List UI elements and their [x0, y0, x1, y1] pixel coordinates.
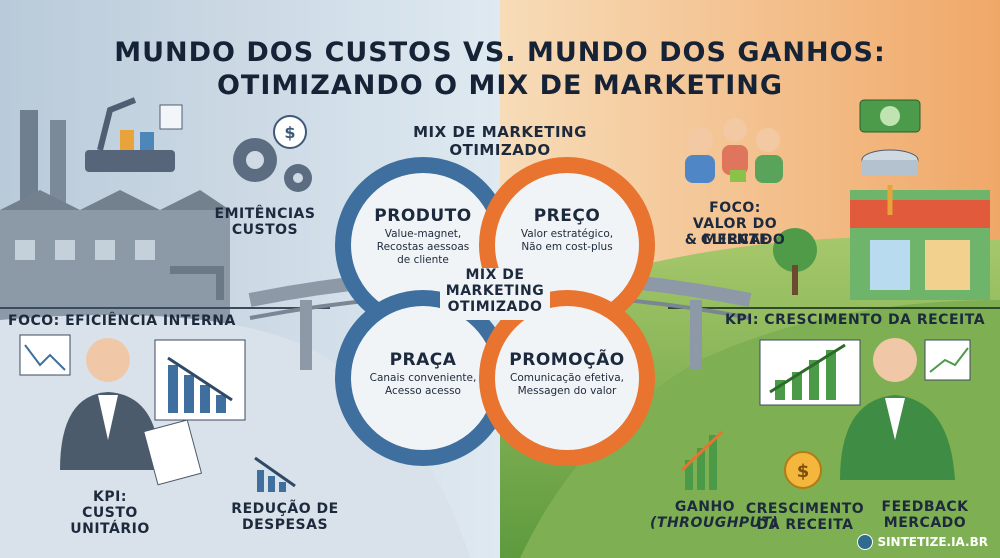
- center-label-line-2: MARKETING: [445, 283, 545, 299]
- ring-praca-line-2: Acesso acesso: [385, 385, 461, 397]
- ring-promocao-title: PROMOÇÃO: [509, 350, 625, 370]
- gears-label-line-2: CUSTOS: [231, 222, 299, 238]
- right-focus-line-3: & MERCADO: [684, 232, 786, 248]
- factory-icon: [0, 110, 230, 330]
- feedback-line-2: MERCADO: [883, 515, 967, 531]
- brand-watermark: SINTETIZE.IA.BR: [857, 534, 988, 550]
- feedback-line-1: FEEDBACK: [881, 499, 969, 515]
- crescimento-line-1: CRESCIMENTO: [745, 501, 865, 517]
- ring-preco-line-1: Valor estratégico,: [520, 228, 614, 240]
- gears-label-line-1: EMITÊNCIAS: [214, 206, 316, 222]
- ring-produto-title: PRODUTO: [374, 206, 472, 226]
- right-kpi-label: KPI: CRESCIMENTO DA RECEITA: [725, 312, 986, 328]
- ganho-line-1: GANHO: [674, 499, 736, 515]
- brand-text: SINTETIZE.IA.BR: [877, 535, 988, 549]
- ring-produto-line-1: Value-magnet,: [384, 228, 462, 240]
- businessman-icon: [60, 338, 203, 486]
- ring-promocao-line-2: Messagen do valor: [517, 385, 617, 397]
- bar-chart-up-icon: [680, 339, 971, 490]
- svg-text:$: $: [284, 123, 295, 142]
- crescimento-line-2: DA RECEITA: [756, 517, 854, 533]
- ring-preco-line-2: Não em cost-plus: [521, 241, 613, 253]
- main-title-line-1: MUNDO DOS CUSTOS VS. MUNDO DOS GANHOS:: [114, 37, 886, 68]
- right-focus-line-2: VALOR DO CLIENTE: [692, 216, 778, 248]
- main-title-line-2: OTIMIZANDO O MIX DE MARKETING: [216, 70, 784, 101]
- gears-icon: $: [233, 115, 312, 192]
- ring-produto-line-3: de cliente: [397, 254, 449, 266]
- center-label-line-1: MIX DE: [465, 267, 525, 283]
- robot-arm-icon: [85, 97, 183, 172]
- ring-praca-line-1: Canais conveniente,: [369, 372, 477, 384]
- left-kpi-line-2: CUSTO UNITÁRIO: [70, 505, 150, 537]
- ganho-line-2: (THROUGHPUT): [650, 515, 779, 531]
- store-icon: [773, 190, 990, 300]
- brand-logo-icon: [857, 534, 874, 550]
- mix-header-line-1: MIX DE MARKETING: [413, 123, 587, 141]
- ring-produto-line-2: Recostas aessoas: [376, 241, 470, 253]
- ring-praca-title: PRAÇA: [389, 350, 457, 370]
- center-label-line-3: OTIMIZADO: [447, 299, 543, 315]
- people-icon: [685, 118, 783, 183]
- money-icon: [859, 99, 921, 215]
- businessman-right-icon: [840, 338, 955, 480]
- right-focus-line-1: FOCO:: [709, 200, 761, 216]
- left-focus-label: FOCO: EFICIÊNCIA INTERNA: [8, 313, 236, 329]
- reducao-line-1: REDUÇÃO DE: [231, 501, 339, 517]
- bar-chart-down-icon: [19, 334, 296, 492]
- mix-header-line-2: OTIMIZADO: [449, 141, 551, 159]
- ring-promocao-line-1: Comunicação efetiva,: [509, 372, 625, 384]
- marketing-mix-rings: [335, 157, 655, 466]
- svg-text:$: $: [797, 461, 810, 482]
- left-kpi-line-1: KPI:: [93, 489, 127, 505]
- ring-preco-title: PREÇO: [533, 206, 601, 226]
- coin-icon: $: [784, 451, 822, 489]
- reducao-line-2: DESPESAS: [241, 517, 329, 533]
